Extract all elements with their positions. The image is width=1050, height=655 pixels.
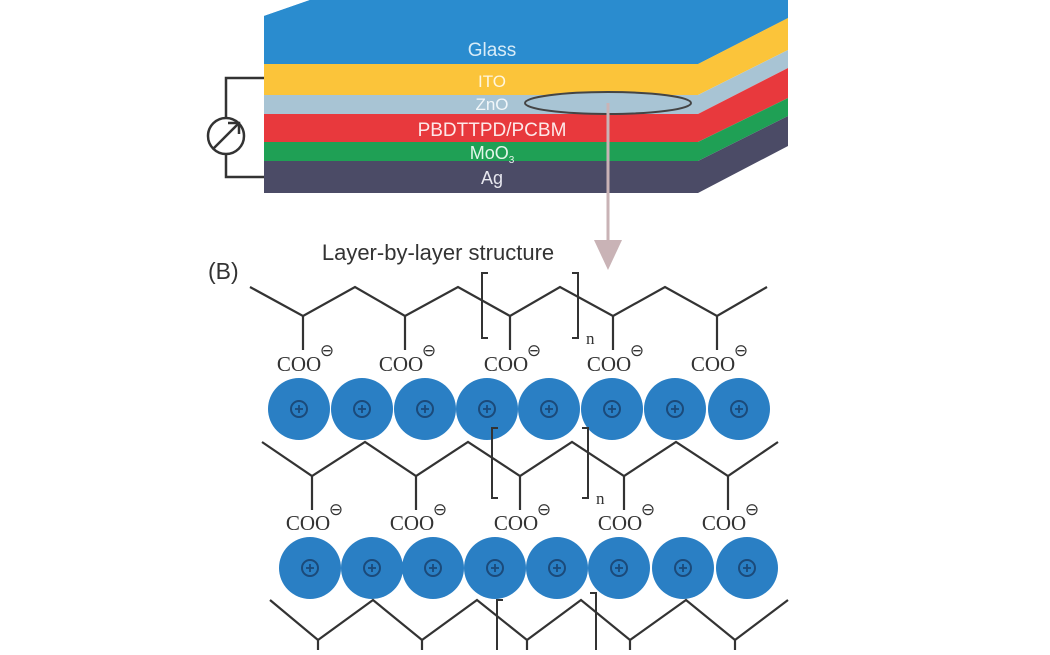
layer-ag — [264, 116, 788, 193]
carboxylate-label: COO — [286, 511, 330, 535]
device-stack: Glass ITO ZnO PBDTTPD/PCBM MoO3 Ag — [264, 0, 788, 193]
external-circuit — [206, 76, 264, 179]
positive-charge-icon — [363, 559, 381, 577]
layer-ito — [264, 18, 788, 95]
layer-label-ito: ITO — [478, 72, 506, 91]
repeat-bracket-left — [481, 272, 488, 339]
repeat-subscript: n — [596, 489, 605, 508]
repeat-bracket-right — [590, 592, 597, 650]
wire-bottom — [224, 154, 264, 179]
polyanion-chain — [249, 285, 768, 318]
positive-charge-icon — [730, 400, 748, 418]
negative-charge-icon: ⊖ — [630, 341, 644, 360]
repeat-bracket-right — [572, 272, 579, 339]
carboxylate-label: COO — [691, 352, 735, 376]
positive-charge-icon — [666, 400, 684, 418]
panel-b-label: (B) — [208, 258, 239, 284]
repeat-subscript: n — [586, 329, 595, 348]
carboxylate-label: COO — [277, 352, 321, 376]
layer-glass — [264, 0, 788, 64]
polyanion-chain — [261, 440, 779, 478]
layer-active — [264, 68, 788, 142]
positive-charge-icon — [486, 559, 504, 577]
positive-charge-icon — [416, 400, 434, 418]
panel-b-title: Layer-by-layer structure — [322, 240, 554, 265]
negative-charge-icon: ⊖ — [320, 341, 334, 360]
negative-charge-icon: ⊖ — [745, 500, 759, 519]
layer-label-ag: Ag — [481, 168, 503, 188]
layer-label-moo3: MoO3 — [470, 143, 515, 166]
positive-charge-icon — [603, 400, 621, 418]
negative-charge-icon: ⊖ — [537, 500, 551, 519]
carboxylate-label: COO — [598, 511, 642, 535]
positive-charge-icon — [738, 559, 756, 577]
positive-charge-icon — [610, 559, 628, 577]
negative-charge-icon: ⊖ — [433, 500, 447, 519]
layer-label-active: PBDTTPD/PCBM — [418, 120, 567, 141]
carboxylate-label: COO — [494, 511, 538, 535]
zoom-arrow — [594, 103, 622, 270]
repeat-bracket-right — [582, 427, 589, 499]
repeat-bracket-left — [496, 599, 503, 650]
negative-charge-icon: ⊖ — [641, 500, 655, 519]
positive-charge-icon — [674, 559, 692, 577]
positive-charge-icon — [478, 400, 496, 418]
positive-charge-icon — [540, 400, 558, 418]
layer-label-zno: ZnO — [475, 95, 508, 114]
wire-top — [224, 76, 264, 118]
positive-charge-icon — [301, 559, 319, 577]
carboxylate-label: COO — [587, 352, 631, 376]
ammeter-icon — [206, 116, 246, 156]
carboxylate-label: COO — [484, 352, 528, 376]
negative-charge-icon: ⊖ — [422, 341, 436, 360]
polyanion-chain — [269, 598, 789, 642]
carboxylate-label: COO — [390, 511, 434, 535]
positive-charge-icon — [353, 400, 371, 418]
negative-charge-icon: ⊖ — [329, 500, 343, 519]
negative-charge-icon: ⊖ — [734, 341, 748, 360]
positive-charge-icon — [290, 400, 308, 418]
positive-charge-icon — [424, 559, 442, 577]
carboxylate-label: COO — [702, 511, 746, 535]
layer-moo3 — [264, 98, 788, 161]
repeat-bracket-left — [491, 427, 498, 499]
negative-charge-icon: ⊖ — [527, 341, 541, 360]
carboxylate-label: COO — [379, 352, 423, 376]
positive-charge-icon — [548, 559, 566, 577]
layer-label-glass: Glass — [468, 40, 517, 61]
layer-by-layer-structure: COO⊖COO⊖COO⊖COO⊖COO⊖nCOO⊖COO⊖COO⊖COO⊖COO… — [249, 272, 789, 655]
